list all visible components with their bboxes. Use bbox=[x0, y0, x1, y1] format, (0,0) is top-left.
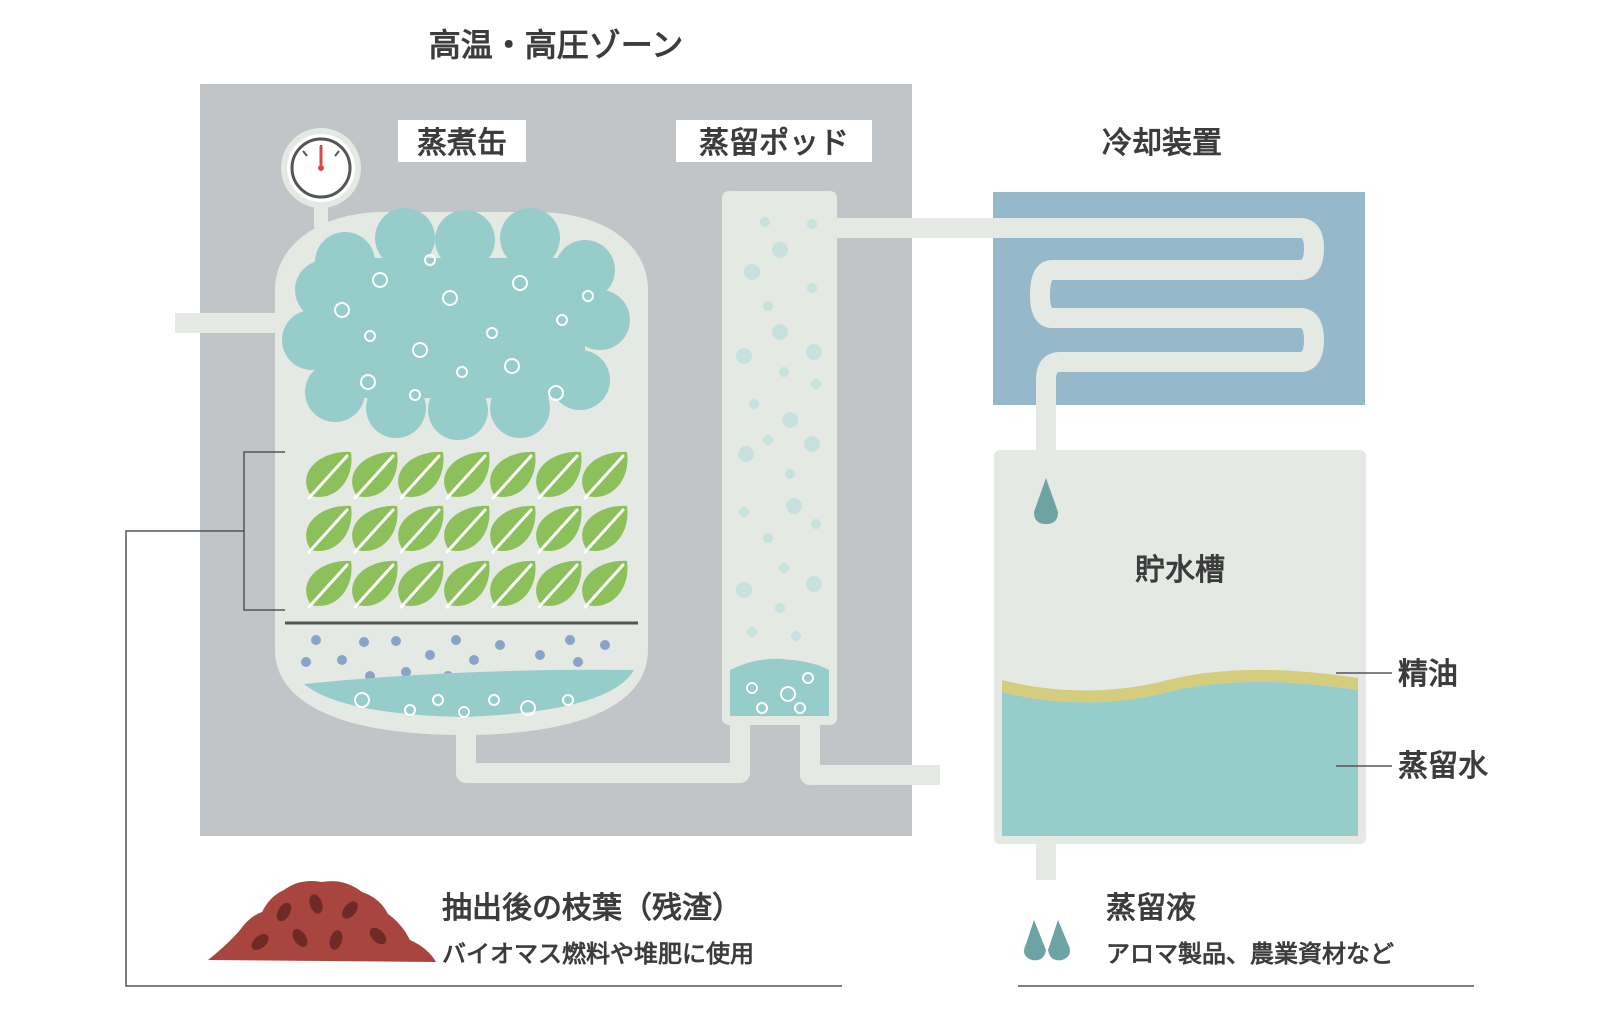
pot-label: 蒸留ポッド bbox=[699, 126, 849, 161]
liquid-desc: アロマ製品、農業資材など bbox=[1106, 940, 1394, 968]
leaves-bracket bbox=[125, 451, 842, 987]
tank-label: 貯水槽 bbox=[1135, 553, 1225, 588]
cooler-label: 冷却装置 bbox=[1102, 126, 1222, 161]
steam-bubbles bbox=[334, 254, 594, 401]
steam-cloud bbox=[282, 208, 630, 440]
cooler-coil bbox=[993, 218, 1324, 405]
zone-label: 高温・高圧ゾーン bbox=[429, 26, 683, 64]
boiler-label: 蒸煮缶 bbox=[417, 126, 507, 161]
residue-title: 抽出後の枝葉（残渣） bbox=[442, 891, 742, 926]
pressure-gauge-icon bbox=[281, 128, 361, 228]
oil-layer bbox=[1002, 669, 1358, 703]
pot-liquid bbox=[730, 658, 829, 716]
pot-bubbles bbox=[736, 217, 822, 641]
boiler-water bbox=[304, 669, 634, 717]
pot-label-bg bbox=[676, 120, 872, 162]
residue-leaf-marks bbox=[251, 894, 387, 950]
drip-icon bbox=[1034, 478, 1058, 524]
oil-label: 精油 bbox=[1398, 657, 1458, 692]
boiler-label-bg bbox=[398, 120, 526, 162]
pot-liquid-bubbles bbox=[746, 672, 814, 714]
water-label: 蒸留水 bbox=[1398, 749, 1489, 784]
droplets-icon bbox=[1024, 920, 1070, 961]
water-bubbles bbox=[354, 692, 574, 718]
liquid-title: 蒸留液 bbox=[1106, 891, 1196, 926]
residue-desc: バイオマス燃料や堆肥に使用 bbox=[442, 940, 754, 968]
residue-pile-icon bbox=[208, 881, 436, 962]
tank-water bbox=[1002, 681, 1358, 836]
